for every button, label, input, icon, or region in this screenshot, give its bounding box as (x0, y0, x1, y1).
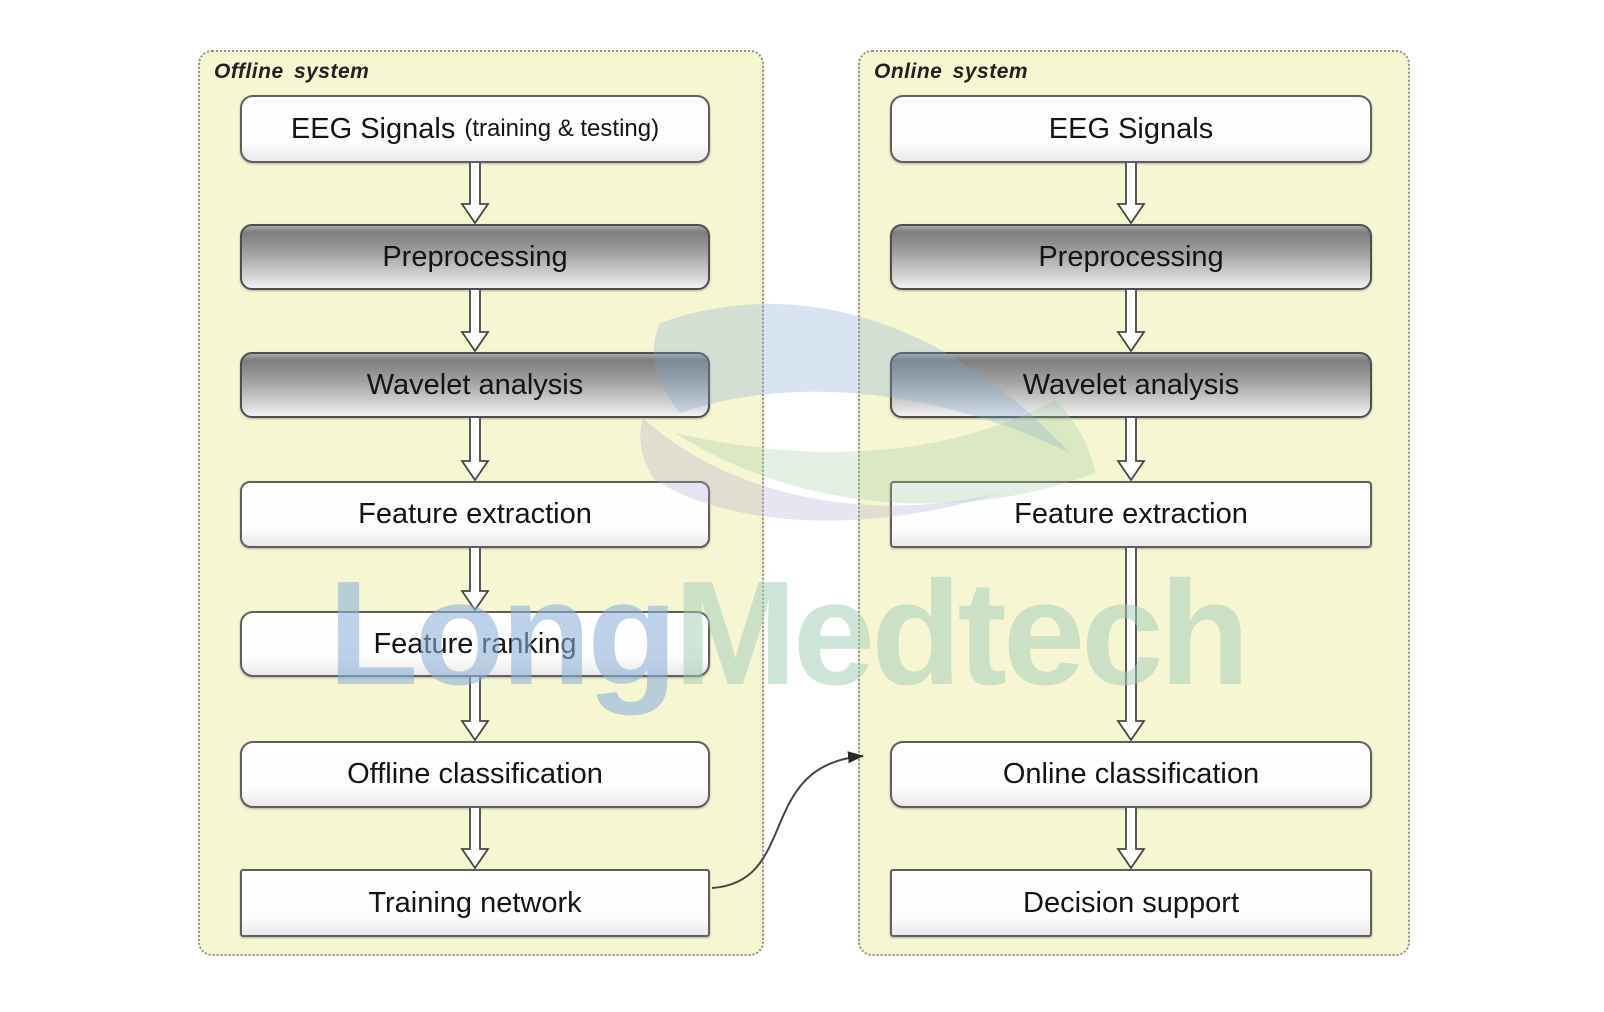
box-eeg-signals-online-label: EEG Signals (1048, 112, 1214, 145)
down-arrow-icon (460, 548, 490, 611)
box-online-classification: Online classification (890, 741, 1372, 808)
box-wavelet-analysis-online-label: Wavelet analysis (1022, 368, 1240, 401)
box-wavelet-analysis-offline-label: Wavelet analysis (366, 368, 584, 401)
box-feature-ranking-label: Feature ranking (373, 627, 577, 660)
box-training-network-label: Training network (368, 886, 582, 919)
box-eeg-signals-offline-label: EEG Signals (290, 112, 456, 145)
box-decision-support-label: Decision support (1023, 886, 1239, 919)
box-wavelet-analysis-offline: Wavelet analysis (240, 352, 710, 418)
box-preprocessing-offline-label: Preprocessing (382, 240, 568, 273)
down-arrow-icon (460, 418, 490, 481)
box-training-network: Training network (240, 869, 710, 937)
down-arrow-icon (460, 677, 490, 741)
box-offline-classification-label: Offline classification (347, 758, 603, 790)
online-panel-title: Online system (874, 60, 1029, 83)
box-preprocessing-online: Preprocessing (890, 224, 1372, 290)
box-feature-extraction-offline: Feature extraction (240, 481, 710, 548)
box-wavelet-analysis-online: Wavelet analysis (890, 352, 1372, 418)
box-eeg-signals-online: EEG Signals (890, 95, 1372, 163)
box-feature-extraction-online-label: Feature extraction (1014, 498, 1248, 530)
down-arrow-icon (460, 808, 490, 869)
down-arrow-icon (1116, 808, 1146, 869)
curved-arrow-icon (711, 751, 864, 889)
down-arrow-icon (1116, 418, 1146, 481)
box-preprocessing-offline: Preprocessing (240, 224, 710, 290)
box-preprocessing-online-label: Preprocessing (1038, 240, 1224, 273)
down-arrow-icon (1116, 548, 1146, 741)
box-feature-extraction-online: Feature extraction (890, 481, 1372, 548)
box-offline-classification: Offline classification (240, 741, 710, 808)
box-feature-ranking: Feature ranking (240, 611, 710, 677)
box-feature-extraction-offline-label: Feature extraction (358, 498, 592, 530)
box-decision-support: Decision support (890, 869, 1372, 937)
down-arrow-icon (1116, 163, 1146, 224)
offline-panel-title: Offline system (214, 60, 370, 83)
box-eeg-signals-offline-note: (training & testing) (464, 115, 660, 142)
down-arrow-icon (1116, 290, 1146, 352)
box-eeg-signals-offline: EEG Signals (training & testing) (240, 95, 710, 163)
box-online-classification-label: Online classification (1002, 758, 1260, 790)
down-arrow-icon (460, 290, 490, 352)
down-arrow-icon (460, 163, 490, 224)
